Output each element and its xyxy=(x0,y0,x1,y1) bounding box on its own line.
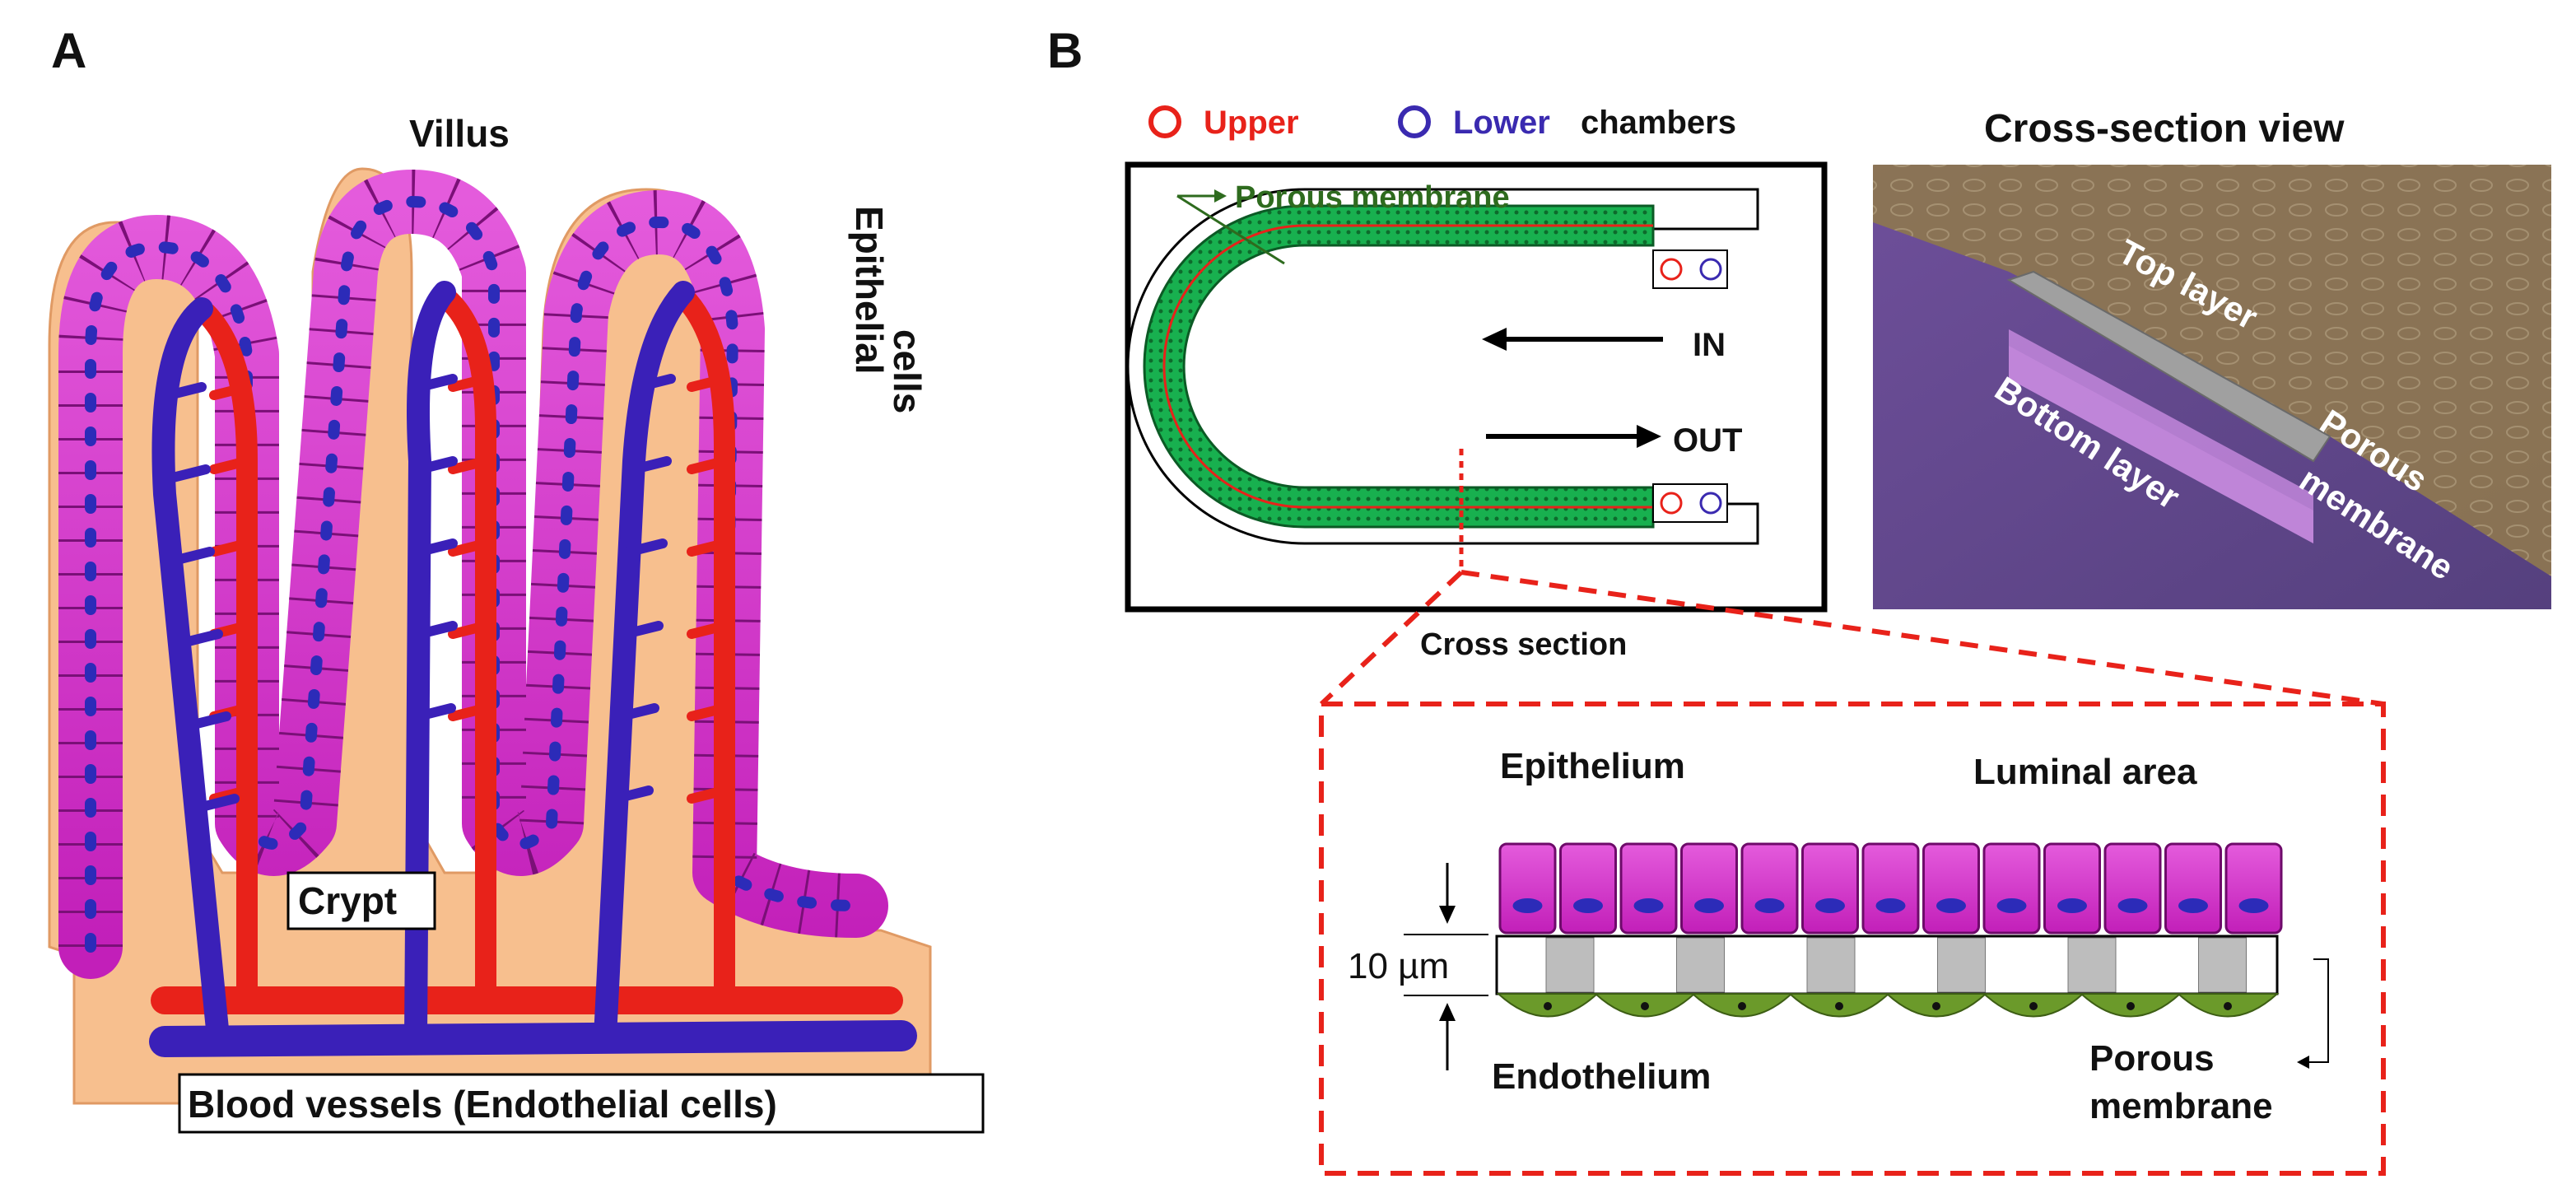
endothelial-nucleus xyxy=(2224,1002,2232,1010)
porous-membrane-detail-line1: Porous xyxy=(2089,1038,2215,1079)
luminal-area-label: Luminal area xyxy=(1973,752,2197,792)
endothelial-nucleus xyxy=(2029,1002,2038,1010)
zoom-line-left xyxy=(1319,570,1464,706)
crypt-label: Crypt xyxy=(298,879,397,922)
epithelial-cell xyxy=(1619,842,1678,935)
villus-label: Villus xyxy=(409,112,510,155)
membrane-pore xyxy=(1676,937,1725,993)
porous-membrane-strip xyxy=(2006,270,2331,463)
endothelium-layer xyxy=(1496,993,2280,1018)
chip-diagram: Porous membrane IN OUT xyxy=(1125,161,1828,613)
legend-lower: Lower xyxy=(1453,105,1550,141)
port-upper-in xyxy=(1660,258,1683,281)
port-lower-in xyxy=(1699,258,1722,281)
endothelial-nucleus xyxy=(1544,1002,1552,1010)
endothelial-nucleus xyxy=(1738,1002,1746,1010)
membrane-pore xyxy=(2067,937,2117,993)
cell-nucleus xyxy=(1815,898,1845,913)
cross-section-label: Cross section xyxy=(1420,627,1627,662)
epithelial-cell xyxy=(1740,842,1799,935)
endothelial-nucleus xyxy=(1932,1002,1940,1010)
port-upper-out xyxy=(1660,492,1683,515)
ports xyxy=(1652,249,1728,523)
in-label: IN xyxy=(1693,327,1726,363)
cell-nucleus xyxy=(2117,898,2148,913)
epithelial-cell xyxy=(1922,842,1980,935)
endothelial-nucleus xyxy=(2126,1002,2135,1010)
veins xyxy=(149,281,917,1057)
chamber-legend: Upper Lower chambers xyxy=(1148,105,1736,141)
cell-nucleus xyxy=(1633,898,1664,913)
epithelium-label: Epithelium xyxy=(1500,746,1685,786)
epithelial-cell xyxy=(1680,842,1738,935)
membrane-layer xyxy=(1495,935,2279,995)
cell-nucleus xyxy=(2238,898,2269,913)
membrane-pore xyxy=(1806,937,1856,993)
arteries xyxy=(151,286,903,1014)
endothelium-label: Endothelium xyxy=(1492,1056,1711,1097)
detail-frame xyxy=(1319,702,2386,1176)
cross-section-view-title: Cross-section view xyxy=(1984,107,2345,151)
cell-nucleus xyxy=(2057,898,2087,913)
villus-illustration: Villus Epithelial cells Crypt Blood vess… xyxy=(48,112,985,1134)
port-lower-out xyxy=(1699,492,1722,515)
cell-nucleus xyxy=(1754,898,1785,913)
epithelial-cells-label: Epithelial cells xyxy=(848,206,929,413)
epithelial-cell-row xyxy=(1498,842,2283,935)
legend-upper: Upper xyxy=(1204,105,1299,141)
epithelial-cell xyxy=(1498,842,1557,935)
legend-chambers: chambers xyxy=(1581,105,1736,141)
lower-chamber-icon xyxy=(1398,105,1431,138)
cell-nucleus xyxy=(1875,898,1906,913)
epithelial-cell xyxy=(2043,842,2101,935)
endothelial-nucleus xyxy=(1835,1002,1843,1010)
porous-membrane-detail-line2: membrane xyxy=(2089,1086,2273,1126)
cross-section-detail: Epithelium Luminal area 10 µm Endotheliu… xyxy=(1319,702,2386,1176)
membrane-pore xyxy=(1545,937,1595,993)
epithelial-cell xyxy=(1559,842,1617,935)
zoom-line-right xyxy=(1460,570,2384,706)
epithelial-cell xyxy=(1861,842,1920,935)
membrane-pore xyxy=(1937,937,1986,993)
membrane-pore xyxy=(2198,937,2247,993)
cell-nucleus xyxy=(1936,898,1966,913)
svg-text:cells: cells xyxy=(886,329,929,413)
blood-vessels-label: Blood vessels (Endothelial cells) xyxy=(188,1083,777,1126)
cell-nucleus xyxy=(1694,898,1724,913)
out-label: OUT xyxy=(1673,422,1742,459)
membrane-pores xyxy=(1545,937,2247,993)
svg-text:Epithelial: Epithelial xyxy=(848,206,891,374)
upper-chamber-icon xyxy=(1148,105,1181,138)
panel-a-letter: A xyxy=(51,23,86,78)
bottom-channel xyxy=(2009,329,2313,543)
cell-nucleus xyxy=(1573,898,1603,913)
epithelial-cell xyxy=(1982,842,2041,935)
panel-b-letter: B xyxy=(1047,23,1083,78)
blood-vessels-box xyxy=(178,1073,985,1134)
epithelial-cell xyxy=(2103,842,2162,935)
endothelial-nucleus xyxy=(1641,1002,1649,1010)
cross-section-view: Cross-section view Top layer Bottom laye… xyxy=(1873,107,2551,609)
epithelial-cell xyxy=(2164,842,2222,935)
porous-membrane-label: Porous membrane xyxy=(1235,180,1510,215)
cell-nucleus xyxy=(1512,898,1543,913)
porous-membrane-channel xyxy=(1143,204,1655,529)
cell-nucleus xyxy=(2178,898,2208,913)
cell-nucleus xyxy=(1996,898,2027,913)
epithelial-cell xyxy=(1801,842,1859,935)
crypt-box xyxy=(286,871,436,930)
epithelial-cell xyxy=(2224,842,2283,935)
thickness-label: 10 µm xyxy=(1348,946,1449,986)
